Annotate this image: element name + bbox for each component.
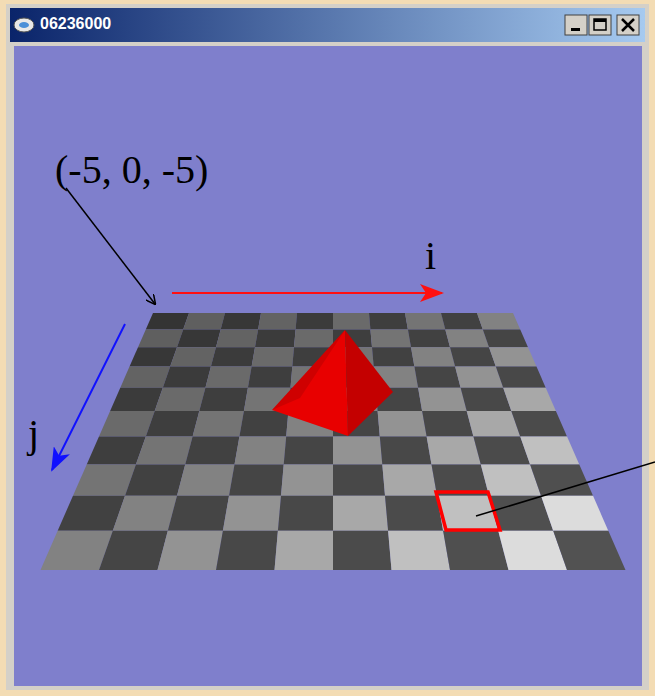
window-buttons — [565, 15, 639, 35]
board-tile — [73, 465, 136, 496]
board-tile — [333, 436, 382, 464]
board-tile — [185, 436, 239, 464]
board-tile — [278, 496, 333, 531]
i-axis-arrow — [172, 292, 442, 294]
origin-coordinate: (-5, 0, -5) — [55, 150, 208, 190]
board-tile — [216, 531, 278, 570]
board-tile — [125, 465, 185, 496]
board-tile — [158, 531, 223, 570]
board-tile — [110, 388, 163, 411]
board-tile — [296, 313, 333, 329]
board-tile — [205, 367, 251, 388]
board-tile — [445, 329, 489, 347]
checkerboard — [41, 313, 626, 570]
board-tile — [496, 367, 546, 388]
board-tile — [333, 313, 370, 329]
board-tile — [120, 367, 170, 388]
board-tile — [223, 496, 281, 531]
board-tile — [511, 411, 567, 437]
board-tile — [477, 313, 520, 329]
board-tile — [461, 388, 512, 411]
board-tile — [146, 411, 200, 437]
board-tile — [136, 436, 193, 464]
board-tile — [530, 465, 593, 496]
board-tile — [255, 329, 296, 347]
origin-arrow — [66, 188, 155, 304]
board-tile — [199, 388, 248, 411]
board-tile — [146, 313, 189, 329]
board-tile — [211, 347, 255, 366]
board-tile — [372, 347, 414, 366]
board-tile — [422, 411, 473, 437]
board-tile — [252, 347, 294, 366]
board-tile — [405, 313, 445, 329]
board-tile — [221, 313, 261, 329]
board-tile — [388, 531, 450, 570]
board-tile — [414, 367, 460, 388]
board-tile — [193, 411, 244, 437]
board-tile — [275, 531, 334, 570]
board-tile — [170, 347, 216, 366]
board-tile — [443, 531, 508, 570]
board-tile — [473, 436, 530, 464]
board-tile — [258, 313, 297, 329]
j-axis-arrow — [52, 324, 125, 470]
board-tile — [541, 496, 608, 531]
board-tile — [99, 411, 155, 437]
board-tile — [380, 436, 432, 464]
board-tile — [168, 496, 229, 531]
board-tile — [370, 329, 411, 347]
board-tile — [418, 388, 467, 411]
board-tile — [130, 347, 178, 366]
i-axis-label: i — [425, 236, 436, 276]
board-tile — [216, 329, 258, 347]
board-tile — [411, 347, 455, 366]
client-area — [14, 46, 642, 686]
board-tile — [378, 411, 427, 437]
board-tile — [177, 465, 235, 496]
board-tile — [183, 313, 225, 329]
board-tile — [138, 329, 183, 347]
board-tile — [450, 347, 496, 366]
board-tile — [333, 531, 392, 570]
board-tile — [467, 411, 521, 437]
board-tile — [284, 436, 333, 464]
board-tile — [483, 329, 528, 347]
board-tile — [155, 388, 206, 411]
board-tile — [333, 465, 385, 496]
board-tile — [239, 411, 288, 437]
leader-line — [476, 462, 655, 516]
board-tile — [87, 436, 146, 464]
board-tile — [294, 329, 333, 347]
board-tile — [408, 329, 450, 347]
board-tile — [177, 329, 221, 347]
board-tile — [281, 465, 333, 496]
board-tile — [248, 367, 292, 388]
board-tile — [382, 465, 437, 496]
board-tile — [333, 496, 388, 531]
board-tile — [455, 367, 503, 388]
board-tile — [441, 313, 483, 329]
j-axis-label: j — [28, 414, 39, 454]
board-tile — [385, 496, 443, 531]
pyramid — [272, 330, 393, 436]
board-tile — [489, 347, 537, 366]
board-tile — [235, 436, 287, 464]
board-tile — [427, 436, 481, 464]
window-title: 06236000 — [40, 16, 111, 32]
board-tile — [553, 531, 625, 570]
board-tile — [520, 436, 579, 464]
title-icon — [14, 18, 34, 32]
board-tile — [369, 313, 408, 329]
board-tile — [99, 531, 168, 570]
board-tile — [229, 465, 284, 496]
board-tile — [503, 388, 556, 411]
board-tile — [163, 367, 211, 388]
board-tile — [113, 496, 177, 531]
